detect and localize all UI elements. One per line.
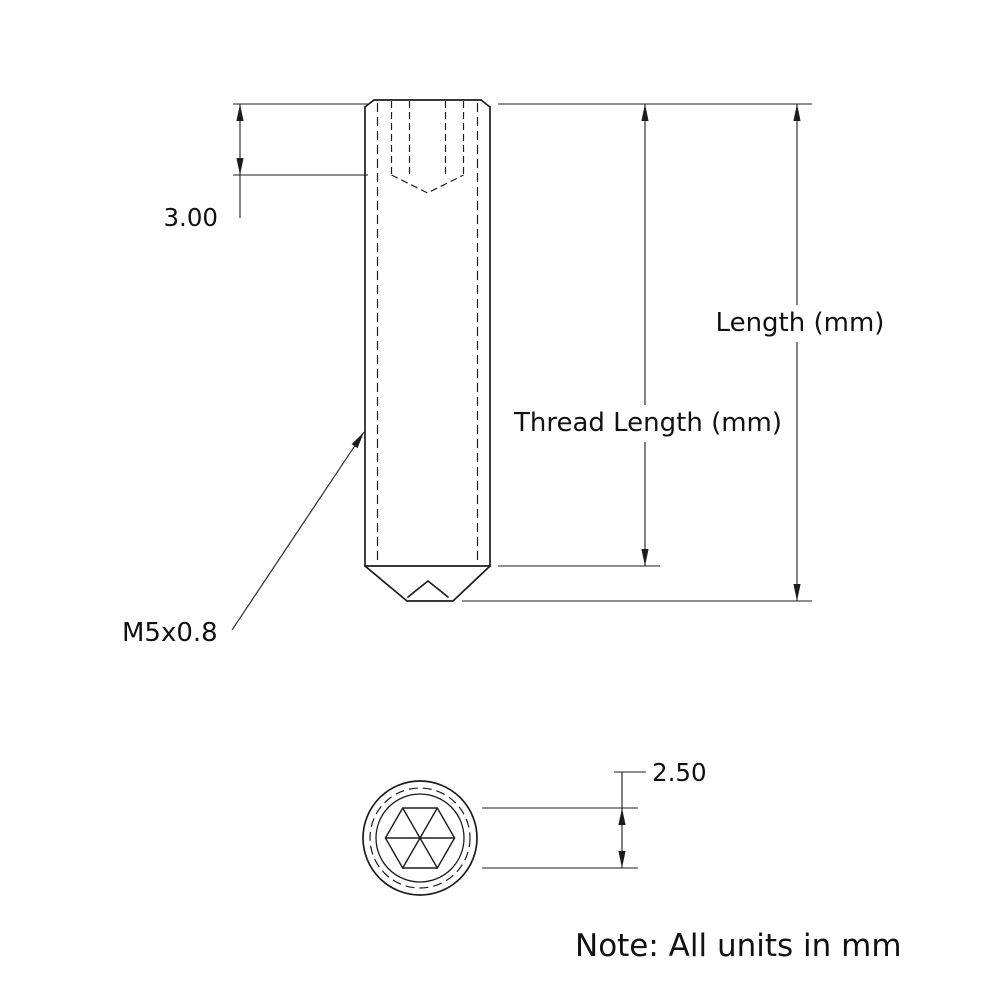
thread-hidden-lines — [376, 103, 479, 564]
side-view — [364, 99, 491, 602]
top-chamfer-right — [480, 99, 491, 108]
cone-point-caret — [407, 580, 449, 598]
hex-spoke-2 — [419, 807, 438, 839]
thread-root-circle — [369, 787, 471, 889]
cone-right — [452, 565, 491, 602]
leader-line — [231, 431, 365, 631]
callout-thread-spec: M5x0.8 — [122, 431, 365, 648]
dimension-thread-length: Thread Length (mm) — [498, 104, 782, 567]
outer-diameter-circle — [362, 780, 478, 896]
dimension-socket-depth: 3.00 — [163, 103, 368, 232]
bottom-view — [362, 780, 478, 896]
dimension-overall-length: Length (mm) — [462, 103, 885, 602]
hex-socket-hidden-lines — [390, 101, 465, 194]
length-label: Length (mm) — [716, 308, 885, 338]
dimension-hex-socket-size: 2.50 — [482, 758, 707, 869]
label-mask — [522, 405, 774, 442]
socket-depth-value: 3.00 — [163, 203, 218, 232]
hex-spoke-3 — [402, 807, 421, 839]
hex-size-value: 2.50 — [652, 758, 707, 787]
units-note: Note: All units in mm — [575, 928, 902, 964]
label-mask — [718, 305, 882, 342]
hex-socket-view — [384, 807, 456, 869]
screw-outline — [364, 99, 491, 602]
chamfer-circle — [375, 793, 465, 883]
thread-spec-label: M5x0.8 — [122, 618, 218, 648]
cone-left — [364, 565, 408, 602]
top-chamfer-left — [364, 99, 375, 108]
hex-spoke-6 — [419, 837, 438, 869]
hex-spoke-5 — [402, 837, 421, 869]
thread-length-label: Thread Length (mm) — [513, 408, 782, 438]
socket-drill-point — [391, 174, 464, 194]
